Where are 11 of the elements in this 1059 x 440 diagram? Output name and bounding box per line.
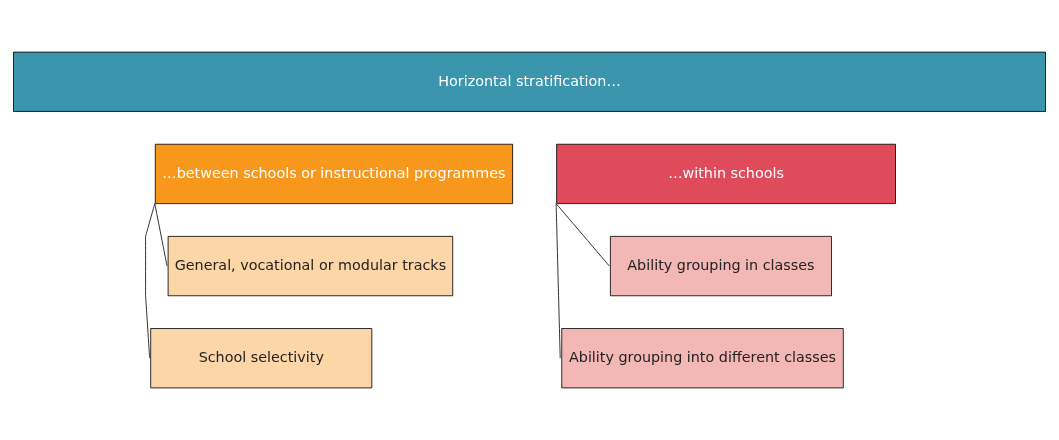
connector: [145, 203, 156, 359]
connector: [555, 203, 610, 267]
connector: [154, 203, 168, 267]
node-box: …within schools: [556, 143, 896, 205]
connector: [555, 203, 561, 359]
node-box: …between schools or instructional programmes: [154, 143, 513, 205]
node-box: School selectivity: [150, 328, 373, 389]
node-box: Ability grouping in classes: [609, 235, 832, 297]
node-box: General, vocational or modular tracks: [167, 235, 454, 297]
node-box: Ability grouping into different classes: [561, 328, 844, 389]
node-box: Horizontal stratification…: [13, 51, 1046, 112]
